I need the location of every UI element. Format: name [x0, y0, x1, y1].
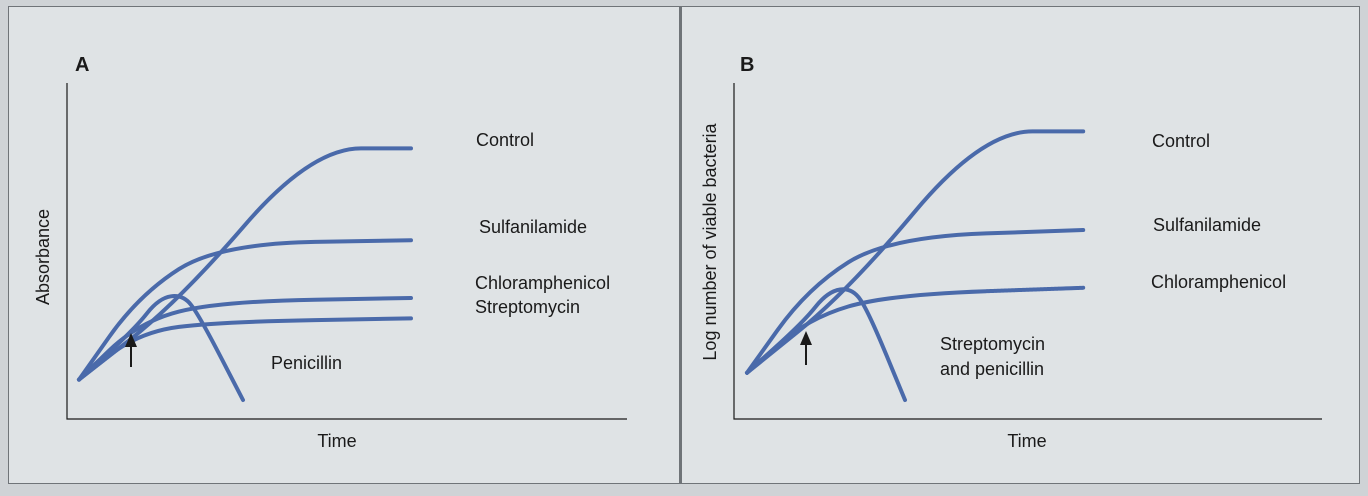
- label-strep-pen-line1-b: Streptomycin: [940, 334, 1045, 354]
- label-penicillin-a: Penicillin: [271, 353, 342, 373]
- panel-b-letter: B: [740, 54, 754, 76]
- chart-b: B Log number of viable bacteria Time Con…: [700, 54, 1322, 451]
- curve-sulfanilamide-a: [77, 238, 413, 382]
- addition-arrow-b: [800, 331, 812, 365]
- axes-a: [66, 83, 627, 420]
- arrow-head-b: [800, 331, 812, 345]
- label-strep-pen-line2-b: and penicillin: [940, 359, 1044, 379]
- curve-streptomycin-and-penicillin-b: [745, 287, 907, 402]
- label-chloramphenicol-b: Chloramphenicol: [1151, 272, 1286, 292]
- curves-a: [77, 146, 413, 402]
- y-axis-title-b: Log number of viable bacteria: [700, 122, 720, 360]
- y-axis-label-a: Absorbance: [33, 209, 53, 305]
- curve-control-b: [745, 129, 1086, 375]
- curve-sulfanilamide-b: [745, 228, 1086, 375]
- x-axis-title-a: Time: [317, 431, 356, 451]
- addition-arrow-a: [125, 333, 137, 367]
- curve-penicillin-a: [77, 294, 245, 402]
- curves-b: [745, 129, 1086, 402]
- label-sulfanilamide-a: Sulfanilamide: [479, 217, 587, 237]
- x-axis-title-b: Time: [1007, 431, 1046, 451]
- axes-b: [733, 83, 1322, 420]
- arrow-head-a: [125, 333, 137, 347]
- label-streptomycin-a: Streptomycin: [475, 297, 580, 317]
- label-sulfanilamide-b: Sulfanilamide: [1153, 215, 1261, 235]
- label-chloramphenicol-a: Chloramphenicol: [475, 273, 610, 293]
- label-control-a: Control: [476, 130, 534, 150]
- label-control-b: Control: [1152, 131, 1210, 151]
- panel-a: A Absorbance Time Control Sulfanilamide …: [8, 6, 680, 484]
- panel-a-letter: A: [75, 54, 89, 76]
- panel-b: B Log number of viable bacteria Time Con…: [680, 6, 1360, 484]
- y-axis-title-a: Absorbance: [33, 209, 53, 305]
- curve-streptomycin-a: [77, 316, 413, 382]
- chart-a: A Absorbance Time Control Sulfanilamide …: [33, 54, 627, 451]
